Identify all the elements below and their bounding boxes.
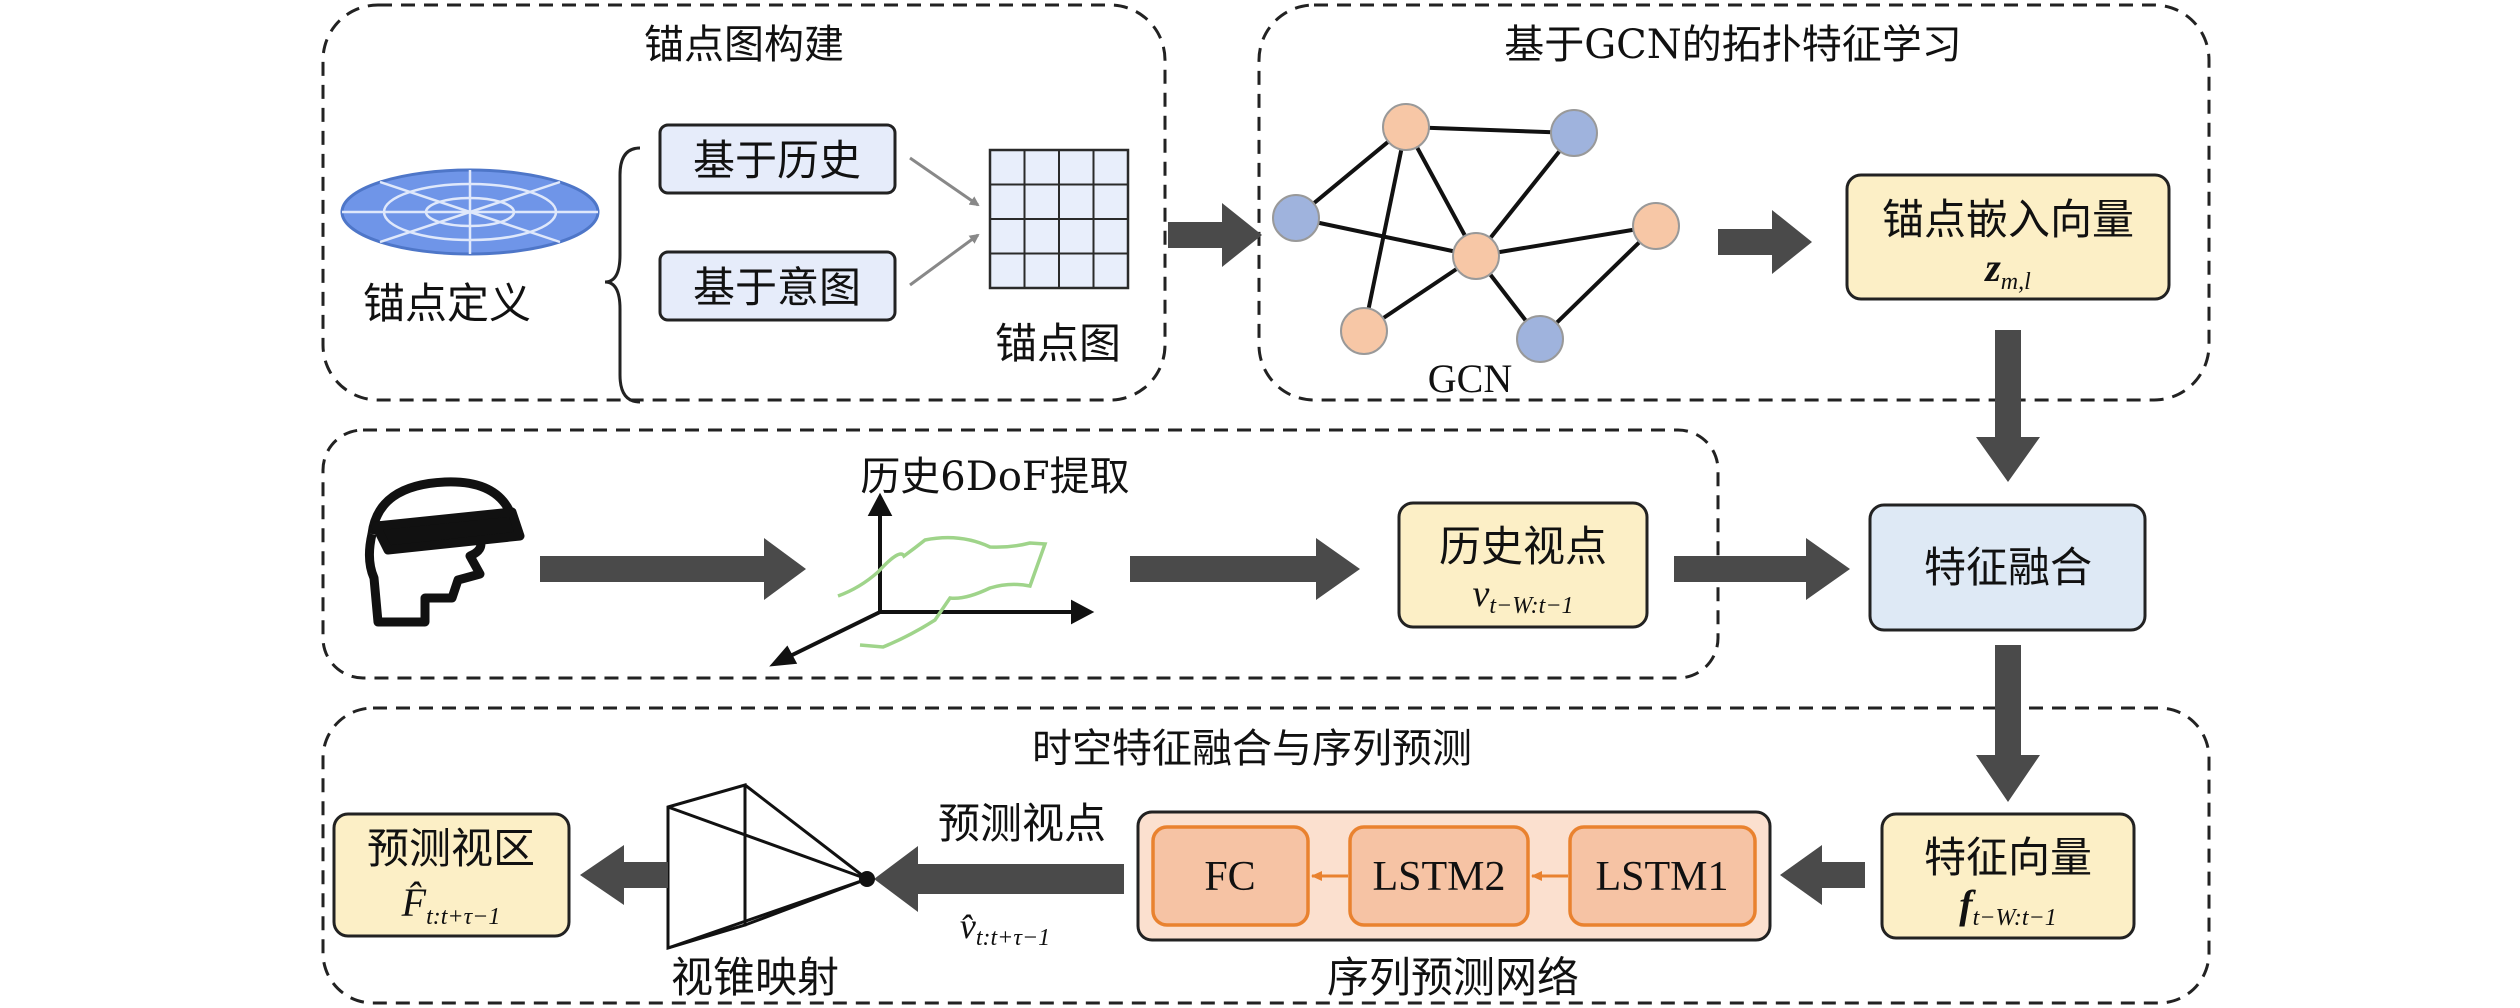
6dof-trajectory-line [837,535,1048,649]
embedding-box [1845,173,2171,301]
curly-brace-icon [604,146,641,404]
gcn-node-icon [1382,103,1430,151]
group-gcn-learning [1257,3,2211,402]
group-title-gcn-learning: 基于GCN的拓扑特征学习 [1504,22,1962,68]
gcn-node-icon [1452,232,1500,280]
fusion-to-feature-arrow [1976,645,2040,802]
anchor-graph-label: 锚点图 [995,319,1121,368]
group-history-extract [321,428,1720,680]
intent-to-graph-arrow [909,233,980,287]
feature-vector-symbol: ft−W:t−1 [1959,882,2056,931]
sequence-network-label: 序列预测网络 [1327,953,1579,1002]
viewpoint-to-fusion-arrow [1674,538,1850,600]
lstm1-block [1568,825,1757,927]
anchor-graph-grid-icon [988,148,1130,290]
history-viewpoint-box [1397,501,1649,629]
frustum-apex-point [859,871,875,887]
history-to-graph-arrow [909,156,980,207]
history-box-label: 基于历史 [693,136,861,185]
history-viewpoint-symbol: vt−W:t−1 [1472,573,1573,619]
gcn-label: GCN [1428,356,1512,401]
group-title-fusion-predict: 时空特征融合与序列预测 [1032,726,1472,772]
gcn-node-icon [1550,109,1598,157]
vr-headset-head-icon [364,477,525,627]
group-title-history-extract: 历史6DoF提取 [860,454,1129,500]
gcn-nodes [1272,103,1680,363]
group-title-anchor-graph: 锚点图构建 [644,22,844,68]
gcn-node-icon [1340,307,1388,355]
feature-vector-title: 特征向量 [1924,833,2092,882]
history-viewpoint-title: 历史视点 [1439,522,1607,571]
embedding-box-title: 锚点嵌入向量 [1882,195,2134,244]
gcn-to-embedding-arrow [1718,210,1812,274]
feature-vector-box [1880,812,2136,940]
group-fusion-predict [321,706,2211,1005]
anchor-definition-disc-icon [340,168,600,256]
network-to-viewpoint-arrow [874,846,1124,912]
predicted-region-title: 预测视区 [367,824,535,873]
lstm2-block [1348,825,1530,927]
frustum-to-region-arrow [580,845,668,905]
fc-label: FC [1204,854,1255,900]
fusion-box-label: 特征融合 [1924,543,2092,592]
predicted-viewpoint-symbol: v̂t:t+τ−1 [960,906,1050,951]
predicted-viewpoint-label: 预测视点 [938,799,1106,848]
embedding-to-fusion-arrow [1976,330,2040,482]
predicted-region-box [332,812,571,938]
graph-to-gcn-arrow [1168,203,1262,267]
trajectory-to-viewpoint-arrow [1130,538,1360,600]
embedding-box-symbol: zm,l [1983,245,2031,295]
fc-block [1151,825,1310,927]
lstm2-label: LSTM2 [1372,854,1505,900]
history-box [658,123,897,195]
lstm1-label: LSTM1 [1595,854,1728,900]
gcn-node-icon [1516,315,1564,363]
anchor-definition-label: 锚点定义 [363,279,531,328]
feature-to-network-arrow [1780,845,1865,905]
frustum-mapping-label: 视锥映射 [671,953,839,1002]
headset-to-trajectory-arrow [540,538,806,600]
view-frustum-icon [666,783,868,951]
group-anchor-graph [321,3,1167,402]
intent-box-label: 基于意图 [693,263,861,312]
gcn-node-icon [1272,194,1320,242]
gcn-node-icon [1632,202,1680,250]
intent-box [658,250,897,322]
fusion-box [1868,503,2147,632]
predicted-region-symbol: F̂t:t+τ−1 [401,880,501,930]
6dof-axes-icon [769,492,1095,667]
